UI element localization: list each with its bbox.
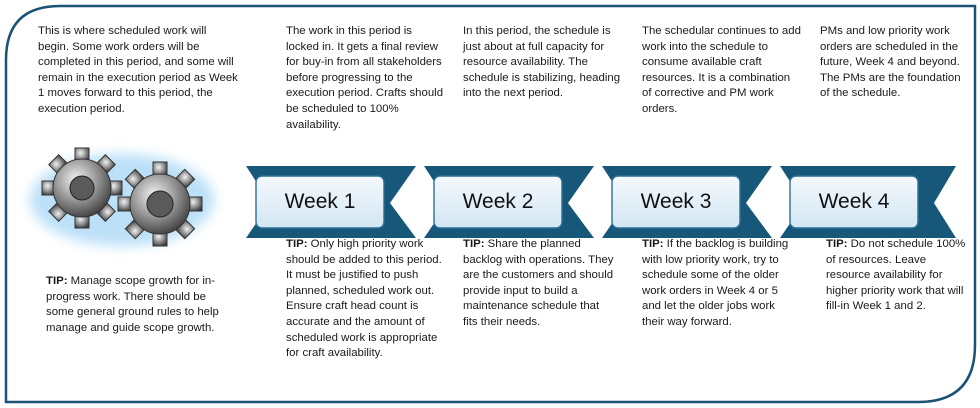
tip-label: TIP: xyxy=(286,238,308,250)
week-4-tip: TIP: Do not schedule 100% of resources. … xyxy=(826,237,968,315)
tip-text: Only high priority work should be added … xyxy=(286,238,442,360)
week-2-box xyxy=(433,175,563,229)
scope-growth-tip: TIP: Manage scope growth for in-progress… xyxy=(46,274,234,336)
week-1-label: Week 1 xyxy=(284,190,356,213)
week-2-tip: TIP: Share the planned backlog with oper… xyxy=(463,237,615,331)
intro-text: This is where scheduled work will begin.… xyxy=(38,25,238,115)
week-4-description: PMs and low priority work orders are sch… xyxy=(820,25,961,100)
tip-label: TIP: xyxy=(642,238,664,250)
tip-text: Manage scope growth for in-progress work… xyxy=(46,275,219,334)
week-2-label: Week 2 xyxy=(462,190,534,213)
week-1-box xyxy=(255,175,385,229)
tip-text: Do not schedule 100% of resources. Leave… xyxy=(826,238,966,313)
week-1-tip: TIP: Only high priority work should be a… xyxy=(286,237,444,362)
week-3-label: Week 3 xyxy=(640,190,712,213)
tip-text: Share the planned backlog with operation… xyxy=(463,238,614,328)
week-3-box xyxy=(611,175,741,229)
tip-label: TIP: xyxy=(463,238,485,250)
week-4-box xyxy=(789,175,919,229)
week-3-tip: TIP: If the backlog is building with low… xyxy=(642,237,792,331)
tip-label: TIP: xyxy=(46,275,68,287)
tip-label: TIP: xyxy=(826,238,848,250)
week-1-description: The work in this period is locked in. It… xyxy=(286,25,444,131)
week-4-label: Week 4 xyxy=(818,190,890,213)
week-2-description: In this period, the schedule is just abo… xyxy=(463,25,621,100)
week-3-description: The schedular continues to add work into… xyxy=(642,25,801,115)
tip-text: If the backlog is building with low prio… xyxy=(642,238,789,328)
